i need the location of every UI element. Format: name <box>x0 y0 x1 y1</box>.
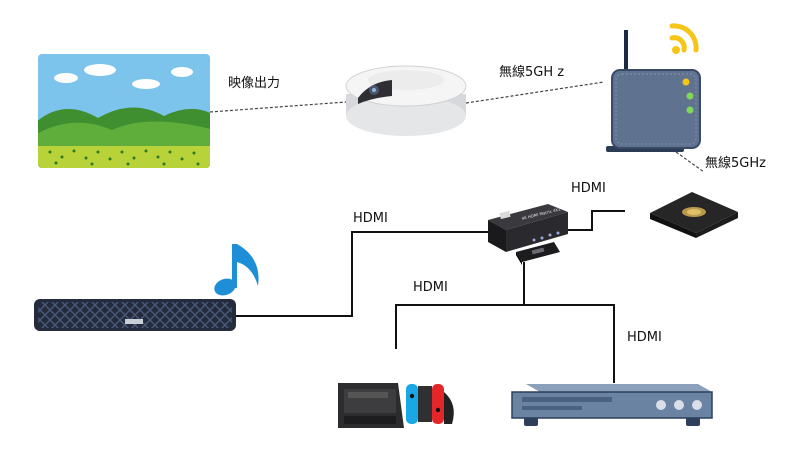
hdmi-label-right: HDMI <box>627 330 662 345</box>
hdmi-matrix-switch-icon: 4K HDMI Matrix 4X2 <box>488 204 568 252</box>
streaming-box-icon <box>650 192 738 238</box>
wireless-label-right: 無線5GHz <box>705 155 766 171</box>
landscape-screen-icon <box>38 54 210 168</box>
hdmi-label-middle: HDMI <box>413 280 448 295</box>
connections <box>209 81 705 383</box>
wireless-label-left: 無線5GH z <box>499 64 564 80</box>
switch-to-streamer-line <box>568 210 625 231</box>
projector-to-router-line <box>465 81 605 104</box>
router-to-streamer-line <box>675 151 705 173</box>
soundbar-icon <box>34 299 236 331</box>
hdmi-label-left: HDMI <box>353 211 388 226</box>
hdmi-label-top: HDMI <box>571 181 606 196</box>
video-output-label: 映像出力 <box>228 76 280 91</box>
projector-icon <box>345 65 467 136</box>
game-console-icon <box>338 383 454 428</box>
remote-control-icon <box>516 242 560 265</box>
recorder-icon <box>511 384 713 426</box>
hdmi-branch-line <box>395 304 615 383</box>
wifi-router-icon <box>606 23 701 152</box>
music-note-icon <box>214 244 259 296</box>
screen-to-projector-line <box>209 101 347 113</box>
soundbar-to-switch-line <box>236 231 488 317</box>
